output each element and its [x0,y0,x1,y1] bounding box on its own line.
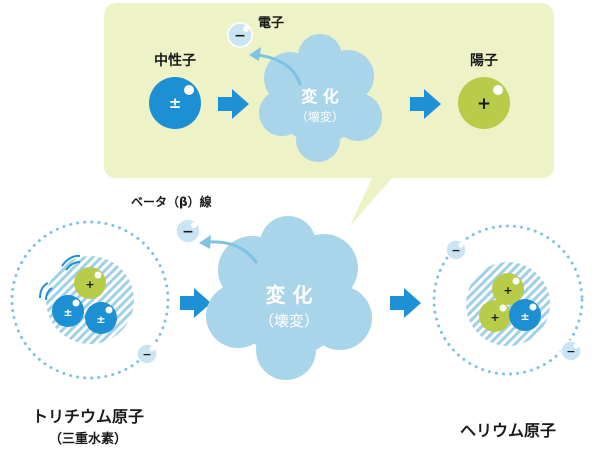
tritium-neutron-1-symbol: ± [63,306,72,319]
main-arrow-1 [180,288,211,318]
tritium-proton [74,267,106,299]
beta-electron [175,218,201,244]
proton-label: 陽子 [470,52,498,69]
helium-orbit [432,224,584,376]
helium-proton-1-symbol: + [503,284,512,297]
helium-label: ヘリウム原子 [460,421,556,440]
top-change-cloud [259,34,382,162]
tritium-neutron-2 [85,302,117,334]
main-change-sub: （壊変） [259,312,319,330]
neutron-label: 中性子 [154,52,196,69]
tritium-neutron-2-symbol: ± [96,313,105,326]
tritium-neutron-1 [52,295,84,327]
top-emission-arrowhead [249,47,261,61]
helium-proton-2 [479,300,511,332]
tritium-orbit [10,220,170,380]
tritium-label: トリチウム原子 [32,407,144,426]
electron-label: 電子 [258,16,284,31]
main-change-cloud [206,216,372,380]
tritium-electron [136,343,158,365]
helium-proton-1 [492,273,524,305]
top-arrow-1 [218,89,249,119]
top-arrow-2 [410,89,441,119]
top-panel [104,3,554,226]
main-emission-curve [206,240,258,264]
helium-electron-2 [560,340,582,362]
tritium-proton-symbol: + [85,278,94,291]
helium-neutron [509,299,541,331]
top-emission-curve [256,53,302,86]
helium-electron-1 [445,239,467,261]
top-proton [458,77,510,129]
main-arrow-2 [390,288,421,318]
helium-electron-1-symbol: − [451,244,460,257]
top-change-sub: （壊変） [296,109,344,124]
helium-electron-2-symbol: − [566,345,575,358]
tritium-electron-symbol: − [142,348,151,361]
main-emission-arrowhead [199,235,211,249]
tritium-sub-label: （三重水素） [49,431,127,447]
top-electron [227,22,253,48]
helium-atom [432,224,584,376]
top-proton-symbol: + [477,94,491,114]
helium-proton-2-symbol: + [490,311,499,324]
main-change-text: 変 化 [266,283,313,307]
top-neutron [149,77,201,129]
top-neutron-symbol: ± [169,94,182,112]
beta-ray-label: ベータ（β）線 [131,194,212,209]
top-electron-symbol: − [234,28,246,44]
beta-electron-symbol: − [182,224,194,240]
tritium-atom [10,220,170,380]
helium-neutron-symbol: ± [520,310,529,323]
top-change-text: 変 化 [301,87,339,106]
